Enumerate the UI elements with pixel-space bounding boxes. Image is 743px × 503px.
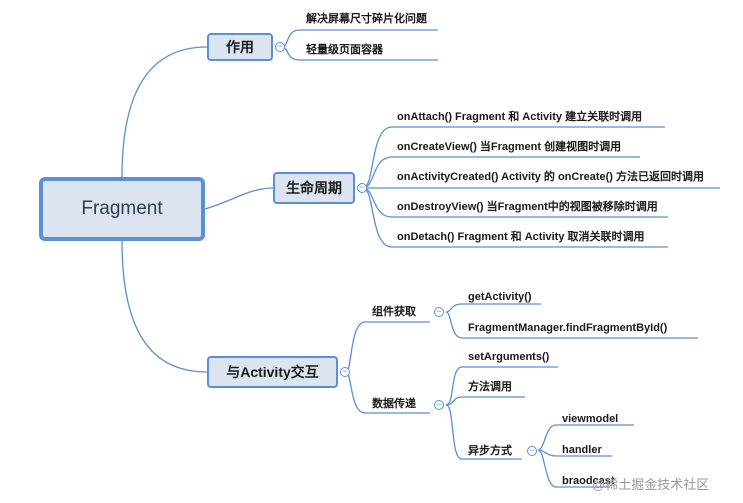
lifecycle-item: onDestroyView() 当Fragment中的视图被移除时调用	[397, 201, 658, 213]
connector-interaction	[345, 321, 430, 373]
lifecycle-item: onDetach() Fragment 和 Activity 取消关联时调用	[397, 231, 645, 243]
branch-role[interactable]: 作用	[207, 33, 273, 61]
connector-lifecycle	[362, 187, 668, 248]
collapse-component-icon[interactable]: −	[434, 307, 444, 317]
collapse-async-icon[interactable]: −	[527, 446, 537, 456]
async-item: viewmodel	[562, 413, 619, 425]
connector-data	[445, 396, 525, 406]
role-item: 解决屏幕尺寸碎片化问题	[306, 13, 427, 25]
sub-branch-component[interactable]: 组件获取	[372, 306, 416, 318]
component-item: getActivity()	[468, 291, 532, 303]
root-node[interactable]: Fragment	[39, 177, 205, 241]
component-item: FragmentManager.findFragmentById()	[468, 322, 668, 334]
connector-root-lifecycle	[204, 187, 274, 210]
async-item: braodcast	[562, 475, 615, 487]
data-transfer-item: 方法调用	[468, 381, 512, 393]
lifecycle-item: onCreateView() 当Fragment 创建视图时调用	[397, 141, 622, 153]
lifecycle-item: onActivityCreated() Activity 的 onCreate(…	[397, 171, 705, 183]
branch-lifecycle[interactable]: 生命周期	[273, 172, 355, 204]
collapse-interaction-icon[interactable]: −	[340, 367, 350, 377]
collapse-role-icon[interactable]: −	[275, 42, 285, 52]
branch-interaction[interactable]: 与Activity交互	[207, 356, 338, 388]
async-node[interactable]: 异步方式	[468, 445, 512, 457]
connector-component	[445, 303, 541, 313]
connector-async	[537, 424, 634, 451]
watermark: @稀土掘金技术社区	[592, 477, 710, 492]
connector-component	[445, 311, 698, 339]
collapse-lifecycle-icon[interactable]: −	[357, 183, 367, 193]
connector-data	[445, 404, 522, 460]
sub-branch-data-transfer[interactable]: 数据传递	[372, 398, 416, 410]
collapse-data-transfer-icon[interactable]: −	[434, 400, 444, 410]
connector-root-role	[121, 46, 208, 178]
lifecycle-item: onAttach() Fragment 和 Activity 建立关联时调用	[397, 111, 643, 123]
connector-async	[537, 449, 610, 488]
role-item: 轻量级页面容器	[306, 44, 383, 56]
data-transfer-item: setArguments()	[468, 351, 550, 363]
connector-data	[445, 366, 558, 406]
connector-root-interaction	[121, 240, 208, 373]
async-item: handler	[562, 444, 602, 456]
